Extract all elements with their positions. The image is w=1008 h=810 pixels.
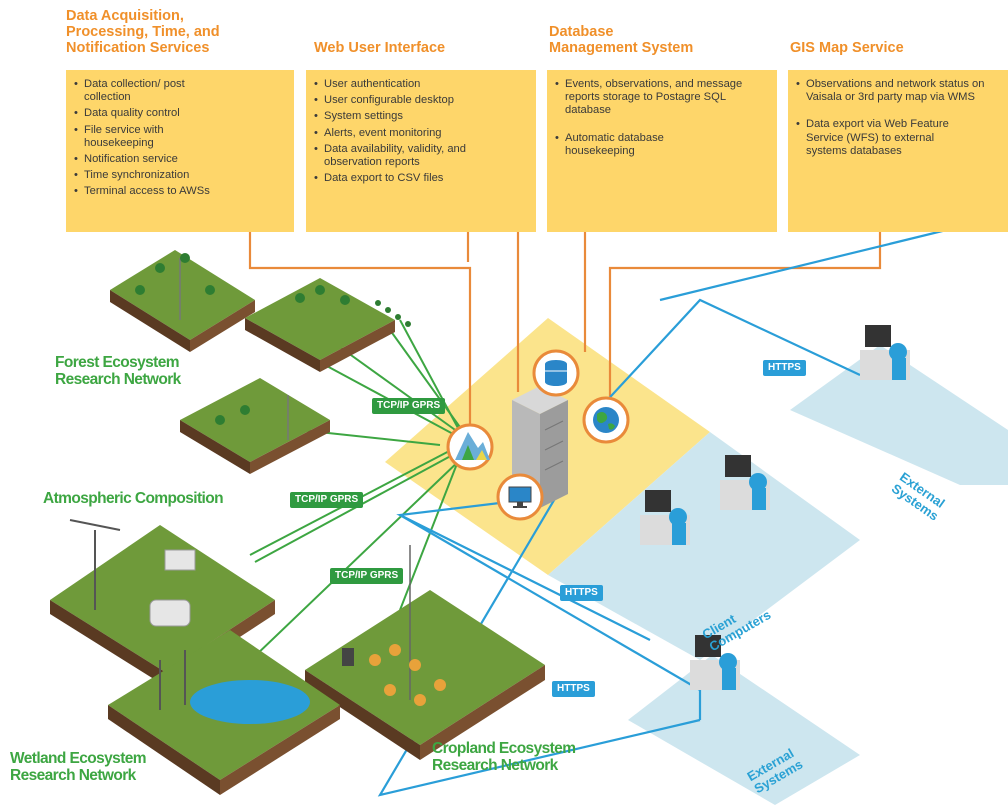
tcp-gprs-tag-3: TCP/IP GPRS [330,568,404,584]
client-platform [548,432,860,660]
forest-site-3 [180,378,330,474]
service-title-dbms: Database Management System [549,24,694,56]
service-box-web-ui: User authentication User configurable de… [306,70,536,232]
forest-network-label: Forest Ecosystem Research Network [55,354,181,388]
service-item: Alerts, event monitoring [314,127,528,140]
service-box-gis: Observations and network status on Vaisa… [788,70,1008,232]
more-sites-dots [375,300,411,327]
service-item: Data collection/ post collection [74,78,194,104]
https-links [377,213,1008,797]
service-item: Terminal access to AWSs [74,185,286,198]
service-item: Data export via Web Feature Service (WFS… [796,118,976,158]
service-box-acquisition: Data collection/ post collection Data qu… [66,70,294,232]
cropland-network-label: Cropland Ecosystem Research Network [432,740,576,774]
monitor-icon [496,473,544,521]
external-platform-top [790,345,1008,485]
tcp-gprs-tag-2: TCP/IP GPRS [290,492,364,508]
service-item: User authentication [314,78,528,91]
service-item: Notification service [74,153,286,166]
database-icon [532,349,580,397]
mountain-icon [446,423,494,471]
service-item: Observations and network status on Vaisa… [796,78,1006,104]
service-item: Time synchronization [74,169,286,182]
service-title-acquisition: Data Acquisition, Processing, Time, and … [66,8,220,56]
service-item: Data export to CSV files [314,172,528,185]
service-connectors [248,232,882,430]
service-item: Data quality control [74,107,286,120]
service-title-web-ui: Web User Interface [314,40,446,56]
workstation-icon [640,325,910,690]
https-tag-1: HTTPS [763,360,806,376]
globe-icon [582,396,630,444]
wetland-network-label: Wetland Ecosystem Research Network [10,750,147,784]
service-item: File service with housekeeping [74,124,204,150]
service-item: Events, observations, and message report… [555,78,770,118]
tcp-gprs-tag-1: TCP/IP GPRS [372,398,446,414]
service-item: User configurable desktop [314,94,454,107]
service-item: Automatic database housekeeping [555,132,715,158]
service-item: Data availability, validity, and observa… [314,143,509,169]
service-item: System settings [314,110,528,123]
service-title-gis: GIS Map Service [790,40,904,56]
forest-site-2 [245,278,395,372]
cropland-site [305,545,545,760]
external-platform-bottom [628,655,860,805]
service-box-dbms: Events, observations, and message report… [547,70,777,232]
forest-site-1 [110,250,255,352]
https-tag-3: HTTPS [552,681,595,697]
atmospheric-network-label: Atmospheric Composition [43,490,224,507]
https-tag-2: HTTPS [560,585,603,601]
wetland-site [108,630,340,795]
